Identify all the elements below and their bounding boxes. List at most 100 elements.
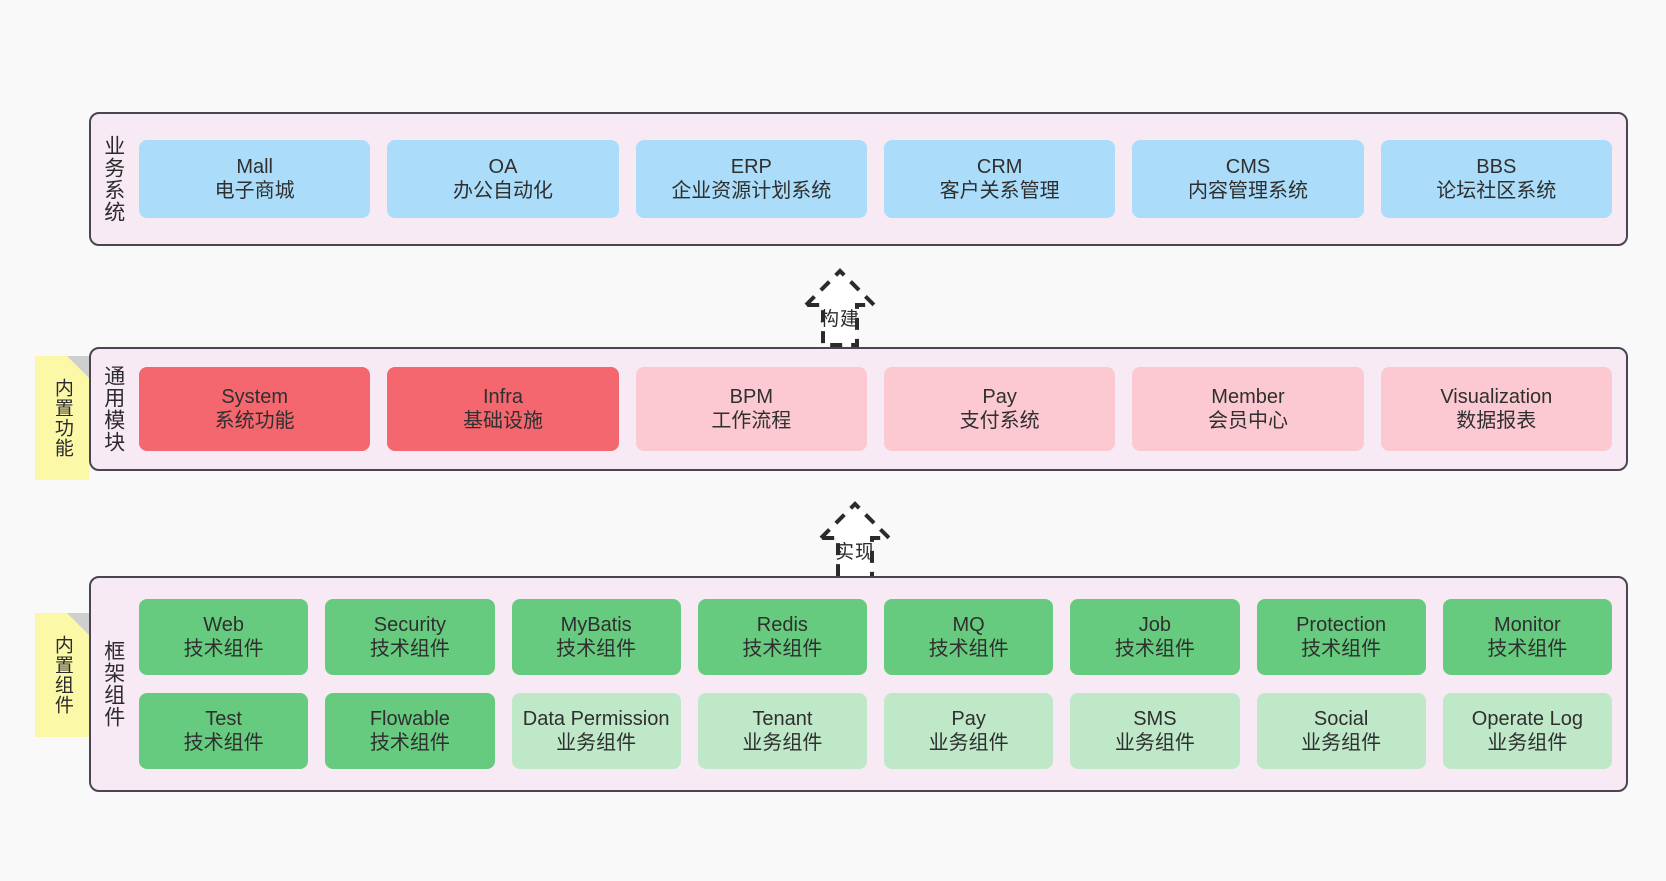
card-subtitle: 技术组件 (183, 638, 264, 660)
folded-corner-icon (67, 356, 89, 378)
card-subtitle: 会员中心 (1207, 410, 1288, 432)
arrow-build: 构建 (760, 255, 920, 347)
card-title: Data Permission (522, 707, 670, 730)
layer-business-title: 业务系统 (101, 135, 125, 223)
arrow-build-label: 构建 (819, 309, 861, 330)
card-title: Security (373, 613, 446, 636)
card-title: Operate Log (1471, 707, 1583, 730)
card-title: Flowable (369, 707, 450, 730)
note-builtin-features: 内置功能 (35, 356, 89, 480)
card-subtitle: 企业资源计划系统 (671, 180, 832, 202)
card-title: MQ (952, 613, 985, 636)
card-title: Job (1138, 613, 1171, 636)
card-title: SMS (1133, 707, 1177, 730)
folded-corner-icon (67, 613, 89, 635)
card-title: Pay (951, 707, 986, 730)
card-title: OA (488, 155, 518, 178)
card-title: Infra (482, 385, 523, 408)
card-title: CMS (1225, 155, 1271, 178)
card-subtitle: 业务组件 (556, 732, 637, 754)
card-title: BPM (729, 385, 773, 408)
arrow-implement: 实现 (775, 488, 935, 580)
arrow-build-shape (801, 268, 879, 347)
card-subtitle: 办公自动化 (452, 180, 553, 202)
card-title: Tenant (752, 707, 813, 730)
arrow-implement-label: 实现 (834, 542, 876, 563)
card-title: ERP (730, 155, 772, 178)
card-title: Social (1313, 707, 1369, 730)
card-subtitle: 技术组件 (1301, 638, 1382, 660)
card-title: MyBatis (560, 613, 632, 636)
card-subtitle: 支付系统 (959, 410, 1040, 432)
card-title: Pay (982, 385, 1017, 408)
card-title: BBS (1476, 155, 1517, 178)
card-title: Test (205, 707, 242, 730)
card-subtitle: 基础设施 (462, 410, 543, 432)
note-builtin-features-label: 内置功能 (51, 378, 73, 458)
card-subtitle: 技术组件 (742, 638, 823, 660)
card-subtitle: 业务组件 (1487, 732, 1568, 754)
card-subtitle: 电子商城 (214, 180, 295, 202)
card-subtitle: 技术组件 (369, 638, 450, 660)
card-title: CRM (976, 155, 1023, 178)
card-subtitle: 论坛社区系统 (1436, 180, 1557, 202)
note-builtin-components: 内置组件 (35, 613, 89, 737)
card-title: Web (203, 613, 244, 636)
card-subtitle: 技术组件 (369, 732, 450, 754)
layer-common-title: 通用模块 (101, 365, 125, 453)
layer-framework-title: 框架组件 (101, 640, 125, 728)
card-subtitle: 业务组件 (928, 732, 1009, 754)
arrow-implement-shape (816, 501, 894, 580)
card-subtitle: 业务组件 (1114, 732, 1195, 754)
card-title: Protection (1296, 613, 1387, 636)
card-subtitle: 工作流程 (711, 410, 792, 432)
card-subtitle: 技术组件 (1114, 638, 1195, 660)
card-subtitle: 数据报表 (1456, 410, 1537, 432)
card-title: System (221, 385, 288, 408)
card-subtitle: 业务组件 (742, 732, 823, 754)
card-subtitle: 技术组件 (183, 732, 264, 754)
card-subtitle: 内容管理系统 (1187, 180, 1308, 202)
note-builtin-components-label: 内置组件 (51, 635, 73, 715)
card-subtitle: 系统功能 (214, 410, 295, 432)
card-title: Member (1211, 385, 1285, 408)
card-subtitle: 技术组件 (1487, 638, 1568, 660)
